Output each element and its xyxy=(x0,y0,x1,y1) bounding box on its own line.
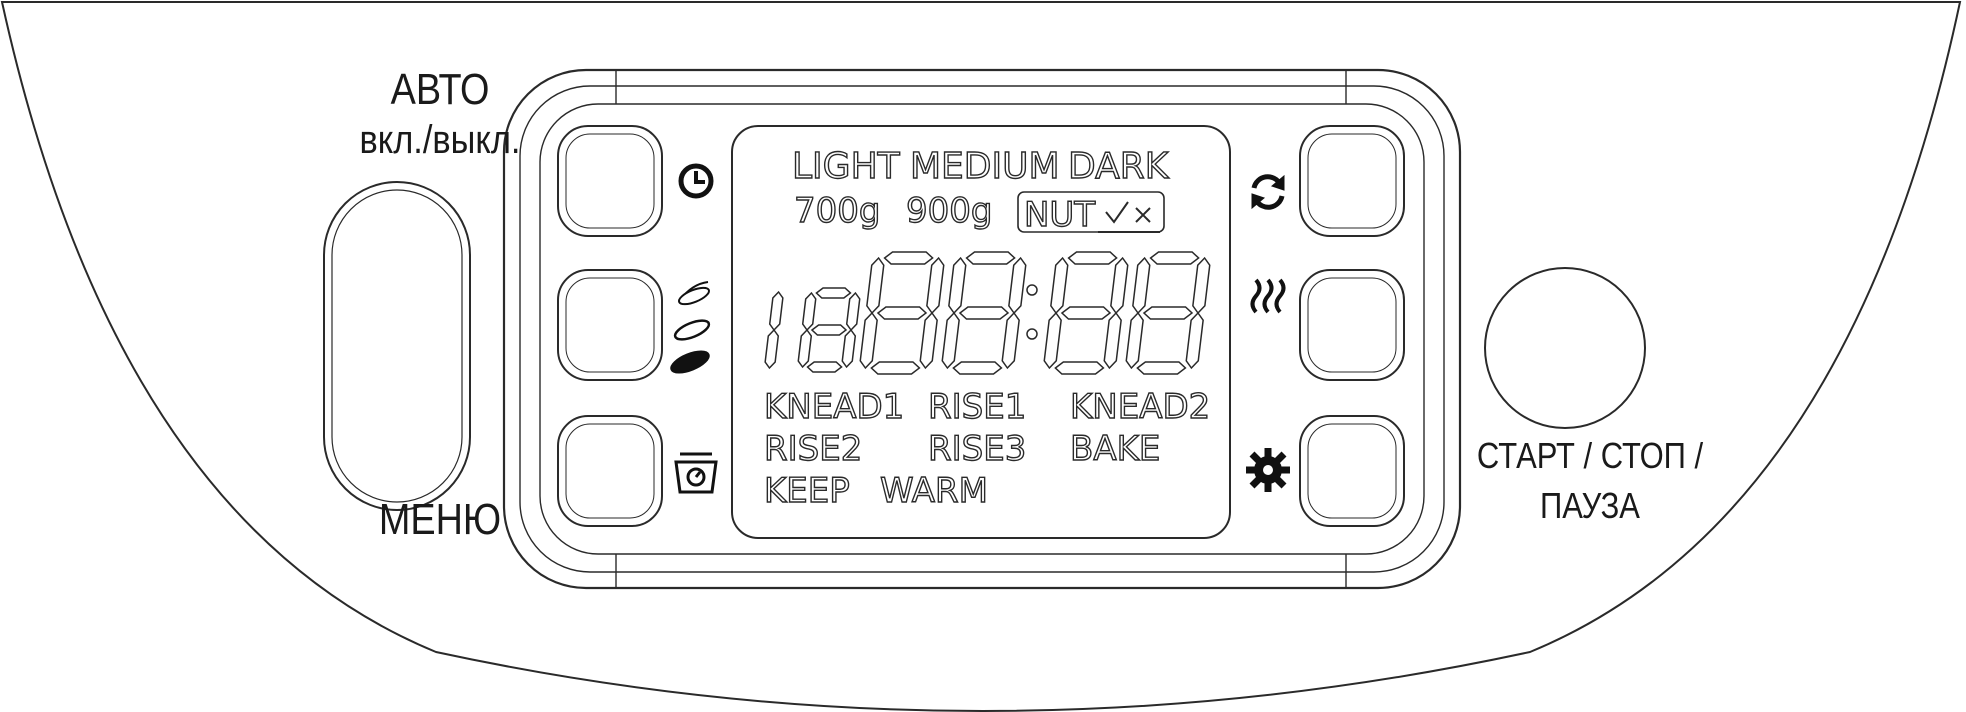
menu-button[interactable] xyxy=(323,181,471,511)
display-bezel xyxy=(502,68,1462,590)
lcd-small-digit-c xyxy=(841,328,857,369)
lcd-stage-knead2: KNEAD2 xyxy=(1070,387,1210,427)
lcd-screen xyxy=(731,125,1231,539)
lcd-crust-light: LIGHT xyxy=(792,146,901,187)
lcd-digit-2-a xyxy=(965,251,1016,265)
lcd-digit-1-d xyxy=(870,361,921,375)
lcd-stage-knead1: KNEAD1 xyxy=(764,387,904,427)
lcd-lead-one-c xyxy=(764,328,780,370)
crust-level-icon xyxy=(670,281,711,374)
lcd-digit-3-a xyxy=(1067,251,1118,265)
lcd-digit-3-c xyxy=(1103,311,1122,370)
lcd-stage-keep: KEEP xyxy=(764,471,850,511)
lcd-weight-row: 700g 900g xyxy=(793,190,993,231)
lcd-stage-rise1: RISE1 xyxy=(928,387,1026,427)
left-button-2[interactable] xyxy=(557,269,663,381)
lcd-digit-1-a xyxy=(883,251,934,265)
right-button-2[interactable] xyxy=(1299,269,1405,381)
lcd-digit-2-e xyxy=(941,311,960,370)
lcd-stage-bake: BAKE xyxy=(1070,429,1160,469)
seven-segment-display xyxy=(764,251,1211,375)
heat-icon xyxy=(1250,278,1286,314)
lcd-digit-1-e xyxy=(859,311,878,370)
start-stop-pause-button[interactable] xyxy=(1484,267,1646,429)
lcd-digit-1-g xyxy=(876,306,928,320)
lcd-crust-row: LIGHT MEDIUM DARK xyxy=(791,145,1170,187)
lcd-nut-indicator: NUT xyxy=(1017,191,1165,236)
left-button-1[interactable] xyxy=(557,125,663,237)
lcd-digit-4-d xyxy=(1136,361,1187,375)
lcd-weight-900: 900g xyxy=(906,191,992,231)
lcd-digit-2-g xyxy=(958,306,1010,320)
lcd-digit-4-a xyxy=(1149,251,1200,265)
right-button-3[interactable] xyxy=(1299,415,1405,527)
lcd-small-digit-d xyxy=(806,361,843,373)
lcd-small-digit-e xyxy=(797,328,813,369)
lcd-digit-4-c xyxy=(1185,311,1204,370)
lcd-nut-text: NUT xyxy=(1024,195,1095,235)
lcd-stage-warm: WARM xyxy=(880,471,988,511)
lcd-digit-1-c xyxy=(919,311,938,370)
lcd-digit-3-g xyxy=(1060,306,1112,320)
lcd-small-digit-g xyxy=(810,324,848,336)
right-button-1[interactable] xyxy=(1299,125,1405,237)
lcd-digit-2-c xyxy=(1001,311,1020,370)
lcd-weight-700: 700g xyxy=(794,191,880,231)
colon-dot-bottom xyxy=(1026,328,1038,340)
lcd-crust-medium: MEDIUM xyxy=(910,146,1060,187)
auto-onoff-label: вкл./выкл. xyxy=(359,118,521,162)
menu-label: МЕНЮ xyxy=(378,495,502,544)
start-stop-label: СТАРТ / СТОП / xyxy=(1476,435,1704,476)
lcd-digit-4-e xyxy=(1125,311,1144,370)
auto-label: АВТО xyxy=(390,65,490,114)
refresh-icon xyxy=(1251,174,1285,210)
lcd-digit-2-d xyxy=(952,361,1003,375)
colon-dot-top xyxy=(1026,284,1038,296)
pause-label: ПАУЗА xyxy=(1540,485,1640,526)
lcd-crust-dark: DARK xyxy=(1068,146,1170,187)
lcd-small-digit-a xyxy=(815,287,852,299)
gear-icon xyxy=(1246,448,1290,492)
lcd-digit-3-e xyxy=(1043,311,1062,370)
scale-icon xyxy=(674,452,718,494)
lcd-stage-rise2: RISE2 xyxy=(764,429,862,469)
left-button-3[interactable] xyxy=(557,415,663,527)
clock-icon xyxy=(678,163,714,199)
lcd-stage-rise3: RISE3 xyxy=(928,429,1026,469)
lcd-digit-4-g xyxy=(1142,306,1194,320)
lcd-digit-3-d xyxy=(1054,361,1105,375)
lcd-stage-rows: KNEAD1 RISE1 KNEAD2 RISE2 RISE3 BAKE KEE… xyxy=(763,386,1211,511)
